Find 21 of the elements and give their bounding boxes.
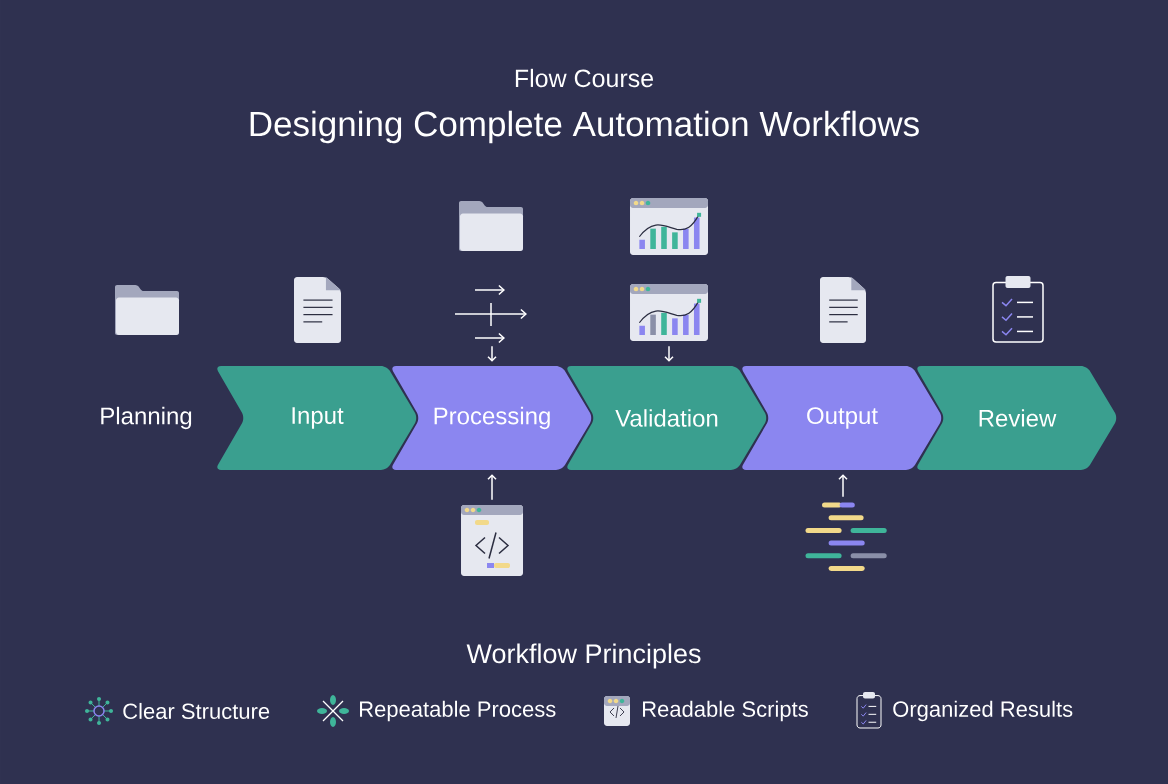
arrow: [487, 345, 497, 362]
principle-text: Organized Results: [893, 700, 1073, 722]
section-heading: Workflow Principles: [466, 643, 701, 669]
chevron-step: Validation: [567, 366, 767, 470]
arrow: [838, 474, 848, 498]
title: Designing Complete Automation Workflows: [250, 110, 919, 144]
flow-arrows-icon: [454, 284, 527, 344]
principle-text: Clear Structure: [123, 702, 270, 720]
chevron-step: Processing: [392, 366, 592, 470]
step-label: Planning: [101, 406, 192, 430]
code-window-icon: [461, 505, 523, 576]
chevron-step: Review: [917, 366, 1117, 470]
chevron-step: Input: [217, 366, 417, 470]
principle-text: Repeatable Process: [360, 700, 556, 722]
arrow: [664, 345, 674, 362]
subtitle: Flow Course: [515, 68, 653, 88]
chevron-step: Output: [742, 366, 942, 470]
principle-text: Readable Scripts: [643, 700, 808, 722]
arrow: [487, 474, 497, 501]
chart-window-icon: [630, 284, 708, 341]
code-lines-icon: [805, 502, 887, 571]
